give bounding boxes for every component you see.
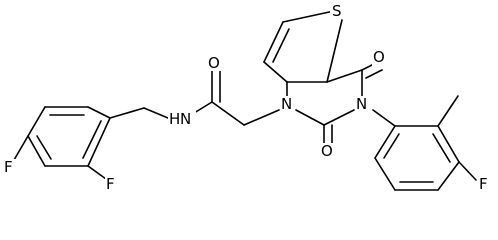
bonds	[13, 10, 477, 191]
atom-f-benzyl-para: F	[4, 158, 13, 176]
atom-h-amide: H	[169, 110, 180, 128]
atom-labels: S N N O O O H N F F F	[3, 2, 492, 193]
atom-o-carbonyl4: O	[373, 48, 385, 66]
bond-n1-ch2	[243, 109, 280, 126]
bond-n1-c2	[295, 109, 325, 126]
bond-b4-f	[13, 135, 29, 161]
o2-atom-bg	[320, 143, 336, 159]
nh-atom-bg	[168, 111, 196, 127]
bond-ch2-ring	[109, 107, 145, 119]
bond-a5-a6	[374, 157, 396, 191]
bond-b4-b5	[27, 135, 46, 167]
n1-atom-bg	[280, 96, 294, 112]
atom-f-methylphenyl: F	[479, 175, 488, 193]
bond-b6-f	[87, 165, 107, 180]
atom-n3: N	[356, 95, 367, 113]
atom-o-amide: O	[208, 54, 220, 72]
o4-atom-bg	[372, 50, 388, 66]
bond-c7-c6-double	[272, 28, 290, 63]
bond-b1-b2	[87, 106, 111, 119]
atom-o-carbonyl2: O	[321, 142, 333, 160]
o-amide-atom-bg	[207, 55, 223, 71]
bond-a6-a1-inner	[383, 133, 400, 159]
bond-a2-a3	[437, 125, 460, 163]
bond-n-ch2benzyl	[143, 107, 169, 119]
bond-b3-b4	[27, 106, 46, 137]
bond-c7-c6	[263, 21, 284, 63]
bond-a3-a4	[437, 161, 460, 191]
n3-atom-bg	[355, 96, 369, 112]
bond-c4-o-b	[365, 69, 383, 79]
bond-a2-methyl	[437, 95, 459, 127]
bond-c6-c5	[263, 61, 288, 83]
s-atom-bg	[330, 3, 344, 19]
bond-a6-a1	[374, 125, 396, 159]
bond-ch2-camide	[211, 101, 245, 126]
f-benzyl-para-atom-bg	[3, 159, 17, 175]
bond-c4a-s	[326, 19, 343, 83]
bond-n3-ar	[372, 109, 396, 127]
atom-f-benzyl-ortho: F	[106, 175, 115, 193]
bond-c4-c4a	[326, 69, 363, 83]
bond-b6-b1-inner	[82, 120, 102, 159]
f-benzyl-ortho-atom-bg	[105, 176, 119, 192]
atom-n1: N	[281, 95, 292, 113]
bond-b6-b1	[87, 117, 111, 167]
bond-b4-b5-inner	[36, 135, 52, 160]
f-methylphenyl-atom-bg	[478, 176, 492, 192]
bond-a2-a3-inner	[432, 133, 451, 163]
bond-s-c7	[282, 10, 335, 23]
atom-s: S	[332, 2, 342, 20]
bond-c2-n3	[323, 109, 355, 126]
bond-a3-f	[458, 161, 477, 181]
molecule-structure: S N N O O O H N F F F	[3, 2, 492, 193]
atom-n-amide: N	[180, 110, 191, 128]
